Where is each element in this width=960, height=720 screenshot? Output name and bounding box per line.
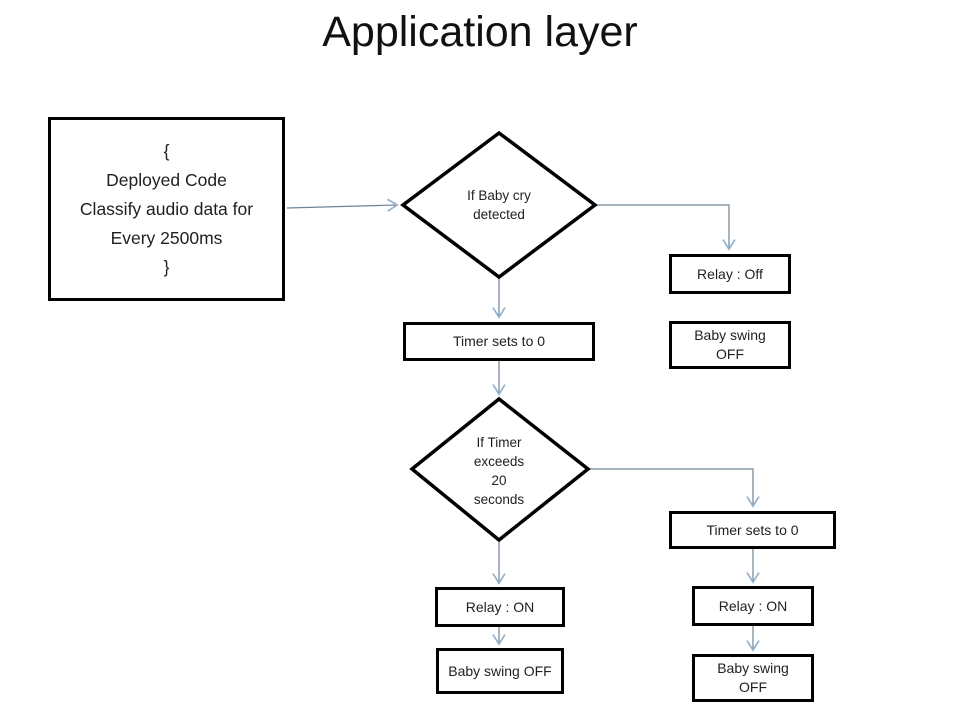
node-baby-swing-off-top-right: Baby swing OFF (669, 321, 791, 369)
node-relay-off: Relay : Off (669, 254, 791, 294)
connector-timer-decision-to-timer-right (588, 468, 760, 508)
node-timer-sets-mid: Timer sets to 0 (403, 322, 595, 361)
connector-babycry-decision-to-relay-off (595, 204, 736, 251)
connector-deployedcode-to-babycry-decision (286, 198, 399, 212)
decision-baby-cry-diamond (400, 130, 598, 280)
node-baby-swing-off-left: Baby swing OFF (436, 648, 564, 694)
node-relay-on-right: Relay : ON (692, 586, 814, 626)
decision-baby-cry-label: If Baby cry detected (467, 188, 531, 222)
decision-timer-diamond (409, 396, 591, 543)
node-baby-swing-off-bottom-right: Baby swing OFF (692, 654, 814, 702)
decision-timer-label: If Timer exceeds 20 seconds (473, 435, 525, 507)
node-timer-sets-right: Timer sets to 0 (669, 511, 836, 549)
node-deployed-code: { Deployed Code Classify audio data for … (48, 117, 285, 301)
node-relay-on-left: Relay : ON (435, 587, 565, 627)
page-title: Application layer (322, 8, 638, 56)
